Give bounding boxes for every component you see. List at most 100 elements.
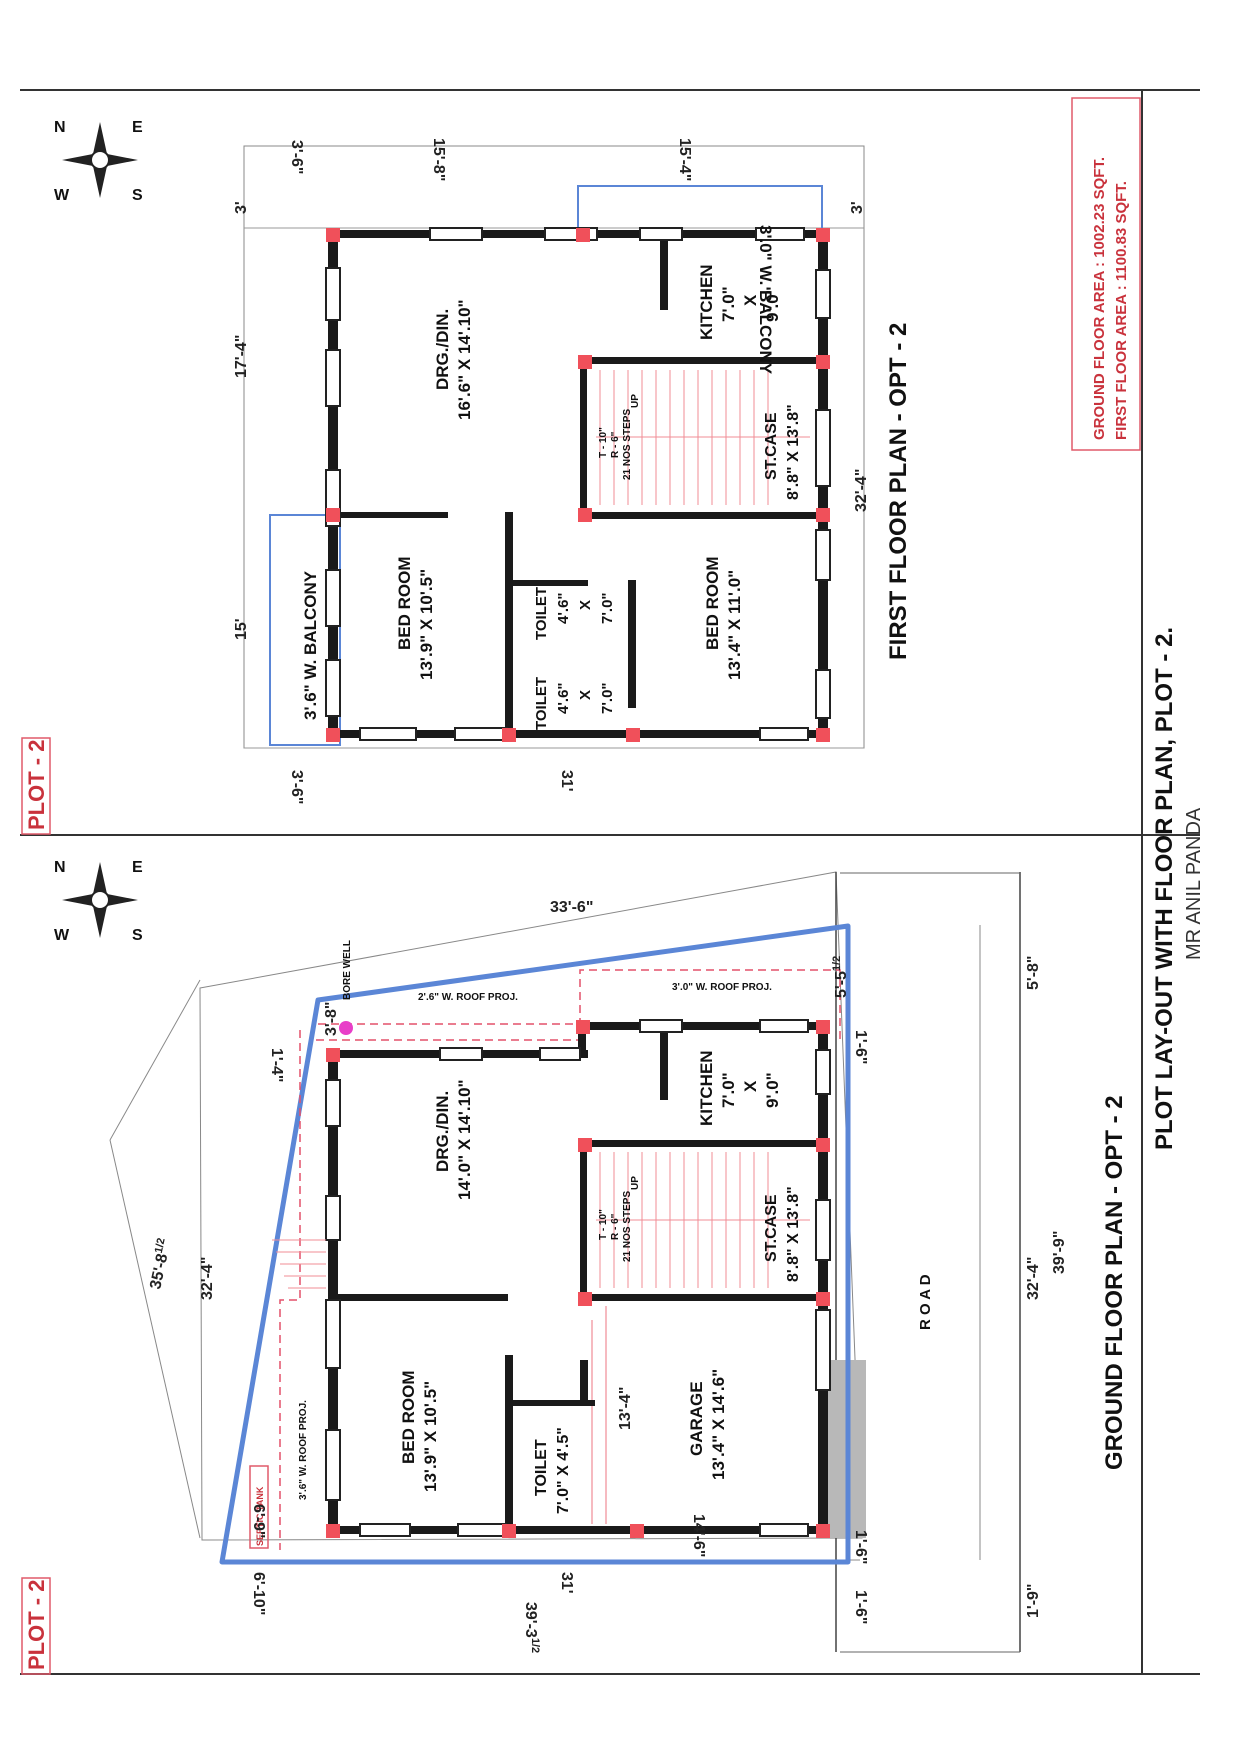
room-kitchen-x: X (741, 1080, 760, 1092)
ground-floor-dims-right-399: 39'-9" (1051, 1231, 1068, 1274)
room-toilet-size: 7'.0" X 4'.5" (555, 1427, 572, 1514)
room-kitchen-w: 7'.0" (719, 286, 738, 322)
first-floor-dims-right-3: 3' (849, 201, 866, 214)
first-floor-rooms-stair-up: UP (630, 394, 641, 408)
ground-floor-dims-left-14: 1'-4" (268, 1048, 285, 1083)
room-drg-size: 16'.6" X 14'.10" (455, 299, 474, 420)
plot-boundary (219, 923, 851, 1565)
room-toilet1-w: 4'.6" (555, 592, 572, 624)
sheet-title: PLOT LAY-OUT WITH FLOOR PLAN, PLOT - 2. (1151, 627, 1178, 1150)
first-floor-dims-left-15: 15' (233, 618, 250, 640)
ground-floor-dims-bottom-31: 31' (558, 1572, 575, 1594)
room-kitchen-h: 9'.0" (763, 1072, 782, 1108)
first-floor-rooms-stair-rr: R - 6" (610, 431, 621, 458)
sheet-compass-n: N (54, 119, 66, 136)
room-bed1-name: BED ROOM (395, 557, 414, 651)
ground-floor-dims-bottom-3932: 39'-3 (522, 1602, 539, 1638)
svg-text:39'-31/2: 39'-31/2 (522, 1602, 541, 1653)
roof-proj-36: 3'.6" W. ROOF PROJ. (298, 1400, 309, 1500)
ground-floor-walls (328, 1022, 828, 1534)
room-stcase-name: ST.CASE (763, 1194, 780, 1262)
ground-floor-dims-right-552-frac: 1/2 (831, 956, 843, 971)
first-floor-rooms-stair-steps: 21 NOS STEPS (622, 409, 633, 480)
room-toilet-name: TOILET (533, 1439, 550, 1496)
bore-well-icon (339, 1021, 353, 1035)
first-floor-area: FIRST FLOOR AREA : 1100.83 SQFT. (1113, 181, 1130, 440)
room-bed2-name: BED ROOM (703, 557, 722, 651)
sheet-compass-e: E (132, 119, 143, 136)
room-kitchen-h: 9'.0" (763, 286, 782, 322)
first-floor-plan: DRG./DIN. 16'.6" X 14'.10" BED ROOM 13'.… (233, 138, 912, 805)
room-kitchen-name: KITCHEN (697, 1050, 716, 1126)
svg-text:5'-51/2: 5'-51/2 (831, 956, 850, 998)
ground-floor-windows (325, 1019, 831, 1537)
ground-floor-dims-right-58: 5'-8" (1025, 955, 1042, 990)
room-toilet2-h: 7'.0" (599, 682, 616, 714)
room-toilet1-x: X (577, 600, 594, 610)
room-stcase-name: ST.CASE (763, 412, 780, 480)
road-label: R O A D (917, 1274, 934, 1330)
room-drg-name: DRG./DIN. (433, 309, 452, 390)
first-floor-dims-left-3: 3' (233, 201, 250, 214)
ground-floor-dims-left-3582-frac: 1/2 (153, 1237, 168, 1254)
sheet-frame (20, 89, 1200, 1675)
room-drg-name: DRG./DIN. (433, 1091, 452, 1172)
ground-floor-dims-bottom-3932-frac: 1/2 (529, 1638, 541, 1653)
area-box: GROUND FLOOR AREA : 1002.23 SQFT. FIRST … (1071, 97, 1141, 451)
ground-floor-caption: GROUND FLOOR PLAN - OPT - 2 (1101, 1095, 1128, 1470)
dim-top: 33'-6" (550, 899, 593, 916)
sheet-compass-s: S (132, 187, 143, 204)
sheet-compass-w: W (54, 927, 70, 944)
first-floor-stair (596, 370, 810, 505)
room-toilet2-w: 4'.6" (555, 682, 572, 714)
room-stcase-size: 8'.8" X 13'.8" (785, 1186, 802, 1282)
roof-proj-26: 2'.6" W. ROOF PROJ. (418, 992, 518, 1003)
room-toilet2-name: TOILET (533, 677, 550, 730)
room-stcase-size: 8'.8" X 13'.8" (785, 404, 802, 500)
owner-name: MR ANIL PANDA (1183, 807, 1205, 960)
ground-floor-dims-right-19: 1'-9" (1025, 1583, 1042, 1618)
balcony-west-label: 3'.6" W. BALCONY (301, 570, 320, 720)
first-floor-dims-bottom-36: 3'-6" (288, 770, 305, 805)
balcony-east-label: 3'.0" W. BALCONY (756, 225, 775, 375)
first-floor-dims-left-174: 17'-4" (233, 335, 250, 378)
plot-tag-ground: PLOT - 2 (21, 1577, 51, 1675)
septic-tank-label: SEPTIC TANK (255, 1486, 265, 1546)
ground-floor-stair (596, 1152, 810, 1288)
room-kitchen-x: X (741, 294, 760, 306)
room-garage-size: 13'.4" X 14'.6" (709, 1369, 728, 1480)
ground-floor-dims-right-16a: 1'-6" (852, 1030, 869, 1065)
ground-floor-dims-left-38: 3'-8" (323, 1001, 340, 1036)
ground-floor-dims-right-324: 32'-4" (1025, 1257, 1042, 1300)
sheet-compass-n: N (54, 859, 66, 876)
room-kitchen-w: 7'.0" (719, 1072, 738, 1108)
compass-icon-first: N W E S (54, 119, 143, 204)
sheet-compass-s: S (132, 927, 143, 944)
ground-floor-plan: BORE WELL SEPTIC TANK DRG./DIN. 14'.0" X… (109, 871, 1128, 1653)
room-toilet1-name: TOILET (533, 587, 550, 640)
compass-icon-ground: N W E S (54, 859, 143, 944)
bore-well-label: BORE WELL (342, 940, 353, 1000)
first-floor-caption: FIRST FLOOR PLAN - OPT - 2 (885, 323, 912, 660)
room-bed2-size: 13'.4" X 11'.0" (725, 570, 744, 680)
ground-floor-dims-left-610: 6'-10" (250, 1572, 267, 1615)
first-floor-dims-top-36-a: 3'-6" (288, 140, 305, 175)
room-bed1-size: 13'.9" X 10'.5" (417, 569, 436, 680)
first-floor-dims-bottom-31: 31' (558, 770, 575, 792)
ground-floor-dims-right-16c: 1'-6" (852, 1590, 869, 1625)
room-bed-name: BED ROOM (399, 1371, 418, 1465)
room-toilet1-h: 7'.0" (599, 592, 616, 624)
first-floor-dims-top-154: 15'-4" (676, 138, 693, 181)
first-floor-columns (326, 228, 830, 742)
first-floor-dims-right-324: 32'-4" (853, 469, 870, 512)
plot-tag-text: PLOT - 2 (24, 1580, 49, 1670)
ground-floor-dims-garage-146: 14'-6" (690, 1514, 707, 1557)
ground-floor-rooms-stair-up: UP (630, 1176, 641, 1190)
ground-floor-rooms-stair-steps: 21 NOS STEPS (622, 1191, 633, 1262)
first-floor-rooms-stair-tr: T - 10" (598, 427, 609, 458)
ground-floor-dims-right-552: 5'-5 (833, 971, 850, 998)
roof-proj-30: 3'.0" W. ROOF PROJ. (672, 982, 772, 993)
room-kitchen-name: KITCHEN (697, 264, 716, 340)
plot-tag-first: PLOT - 2 (21, 737, 51, 835)
